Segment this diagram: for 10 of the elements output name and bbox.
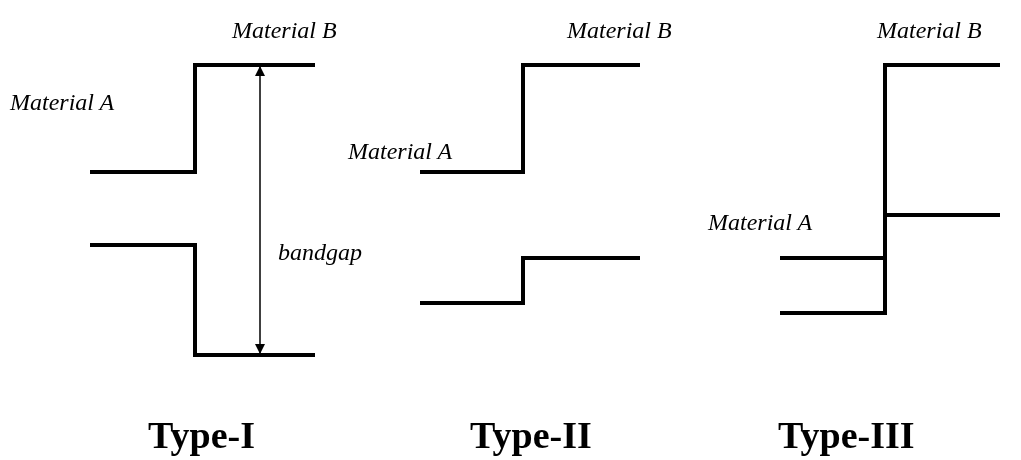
material-label: Material A [708,208,813,236]
material-label: Material B [877,16,982,44]
type-heading: Type-III [778,414,915,456]
type-heading: Type-I [148,414,255,456]
material-label: Material A [10,88,115,116]
dimension-label: bandgap [278,238,362,266]
type-heading: Type-II [470,414,592,456]
material-label: Material B [567,16,672,44]
material-label: Material A [348,137,453,165]
material-label: Material B [232,16,337,44]
